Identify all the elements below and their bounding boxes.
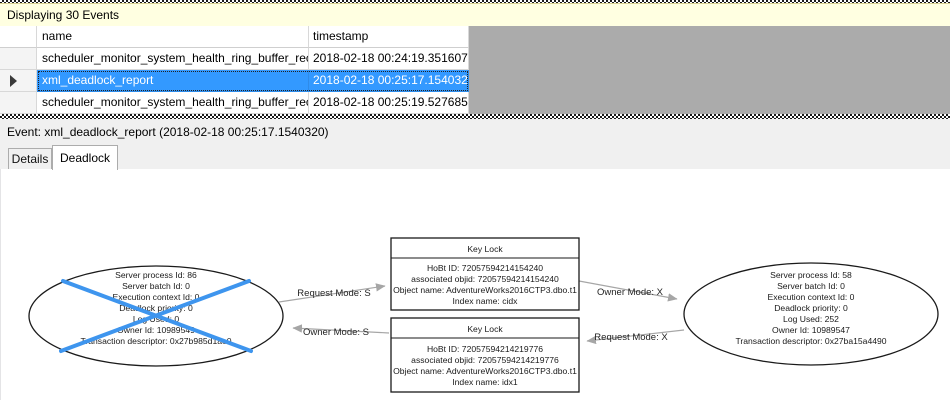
column-header-timestamp[interactable]: timestamp — [309, 26, 469, 48]
resource-text: associated objid: 72057594214219776 — [411, 355, 559, 365]
edge-label: Request Mode: X — [594, 332, 668, 343]
resource-text: Object name: AdventureWorks2016CTP3.dbo.… — [393, 366, 577, 376]
table-row-name[interactable]: scheduler_monitor_system_health_ring_buf… — [37, 48, 309, 70]
table-row-name[interactable]: scheduler_monitor_system_health_ring_buf… — [37, 92, 309, 114]
process-text: Execution context Id: 0 — [768, 292, 855, 302]
edge-request-s: Request Mode: S — [278, 283, 386, 303]
table-row-name[interactable]: xml_deadlock_report — [37, 70, 309, 92]
events-grid: name timestamp scheduler_monitor_system_… — [0, 26, 950, 114]
process-text: Transaction descriptor: 0x27ba15a4490 — [735, 336, 886, 346]
process-text: Execution context Id: 0 — [113, 292, 200, 302]
process-text: Owner Id: 10989549 — [117, 325, 195, 335]
edge-label: Owner Mode: X — [597, 287, 664, 298]
resource-text: associated objid: 72057594214154240 — [411, 274, 559, 284]
event-summary-bar: Event: xml_deadlock_report (2018-02-18 0… — [0, 119, 950, 144]
edge-owner-s: Owner Mode: S — [292, 324, 390, 338]
table-row-timestamp[interactable]: 2018-02-18 00:24:19.3516078 — [309, 48, 469, 70]
process-node-survivor[interactable]: Server process Id: 58 Server batch Id: 0… — [683, 262, 939, 366]
edge-label: Request Mode: S — [297, 288, 370, 299]
row-selector[interactable] — [0, 92, 37, 114]
current-row-arrow-icon — [10, 75, 17, 87]
detail-tabstrip: Details Deadlock — [0, 144, 950, 170]
process-text: Log Used: 0 — [133, 314, 180, 324]
resource-text: Index name: cidx — [453, 296, 519, 306]
process-node-victim[interactable]: Server process Id: 86 Server batch Id: 0… — [28, 265, 284, 367]
resource-title: Key Lock — [467, 324, 503, 334]
resource-title: Key Lock — [467, 244, 503, 254]
resource-text: HoBt ID: 72057594214154240 — [427, 263, 543, 273]
process-text: Owner Id: 10989547 — [772, 325, 850, 335]
info-bar-text: Displaying 30 Events — [7, 8, 120, 22]
process-text: Log Used: 252 — [783, 314, 839, 324]
row-selector-header — [0, 26, 37, 48]
row-selector[interactable] — [0, 48, 37, 70]
horizontal-splitter[interactable] — [0, 114, 950, 119]
process-text: Server process Id: 86 — [115, 270, 197, 280]
tab-deadlock[interactable]: Deadlock — [52, 145, 118, 170]
edge-label: Owner Mode: S — [303, 327, 369, 338]
process-text: Deadlock priority: 0 — [119, 303, 193, 313]
row-selector-current[interactable] — [0, 70, 37, 92]
process-text: Transaction descriptor: 0x27b985d1ae0 — [80, 336, 231, 346]
process-text: Server batch Id: 0 — [122, 281, 190, 291]
deadlock-graph: Request Mode: S Owner Mode: S Owner Mode… — [28, 237, 939, 393]
event-summary-text: Event: xml_deadlock_report (2018-02-18 0… — [7, 125, 329, 139]
resource-node-keylock-bottom[interactable]: Key Lock HoBt ID: 72057594214219776 asso… — [390, 317, 580, 393]
column-header-name[interactable]: name — [37, 26, 309, 48]
victim-cross-icon — [59, 279, 253, 353]
process-text: Server process Id: 58 — [770, 270, 852, 280]
table-row-timestamp[interactable]: 2018-02-18 00:25:19.5276859 — [309, 92, 469, 114]
table-row-timestamp[interactable]: 2018-02-18 00:25:17.1540320 — [309, 70, 469, 92]
resource-text: Index name: idx1 — [452, 377, 518, 387]
info-bar: Displaying 30 Events — [0, 3, 950, 26]
tab-details[interactable]: Details — [8, 148, 52, 169]
resource-text: Object name: AdventureWorks2016CTP3.dbo.… — [393, 285, 577, 295]
resource-node-keylock-top[interactable]: Key Lock HoBt ID: 72057594214154240 asso… — [390, 237, 580, 311]
process-text: Deadlock priority: 0 — [774, 303, 848, 313]
top-splitter[interactable] — [0, 0, 950, 3]
edge-owner-x: Owner Mode: X — [578, 280, 678, 302]
process-text: Server batch Id: 0 — [777, 281, 845, 291]
resource-text: HoBt ID: 72057594214219776 — [427, 344, 543, 354]
deadlock-graph-panel: Request Mode: S Owner Mode: S Owner Mode… — [0, 168, 950, 400]
edge-request-x: Request Mode: X — [586, 329, 685, 345]
